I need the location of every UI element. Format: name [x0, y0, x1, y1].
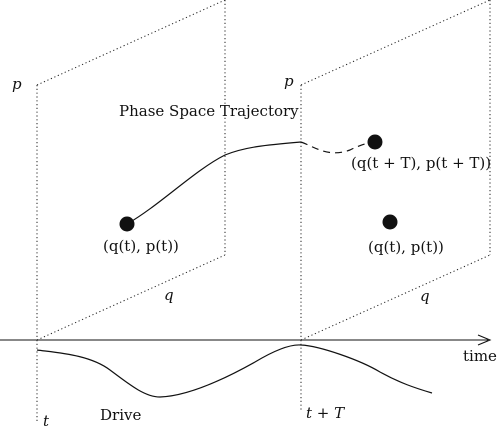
time-axis-arrowhead: [477, 334, 492, 346]
p-label-right: p: [284, 72, 294, 90]
time-axis: [0, 334, 492, 346]
state-label-tT: (q(t + T), p(t + T)): [351, 154, 491, 172]
t-label: t: [43, 412, 50, 429]
state-label-t-left: (q(t), p(t)): [103, 237, 179, 255]
time-axis-label: time: [463, 347, 497, 365]
diagram-title: Phase Space Trajectory: [119, 102, 299, 120]
q-label-left: q: [164, 286, 174, 304]
state-point-t-left: [119, 216, 135, 232]
state-point-t-right: [382, 214, 398, 230]
right-phase-plane: [300, 0, 491, 341]
state-point-tT: [367, 134, 383, 150]
drive-waveform: [36, 344, 433, 398]
drive-label: Drive: [100, 406, 141, 424]
trajectory-solid: [126, 141, 302, 225]
trajectory-dashed: [300, 141, 375, 154]
p-label-left: p: [12, 75, 22, 93]
tT-label: t + T: [306, 404, 345, 422]
q-label-right: q: [420, 287, 430, 305]
state-label-t-right: (q(t), p(t)): [368, 238, 444, 256]
left-phase-plane: [36, 0, 226, 341]
